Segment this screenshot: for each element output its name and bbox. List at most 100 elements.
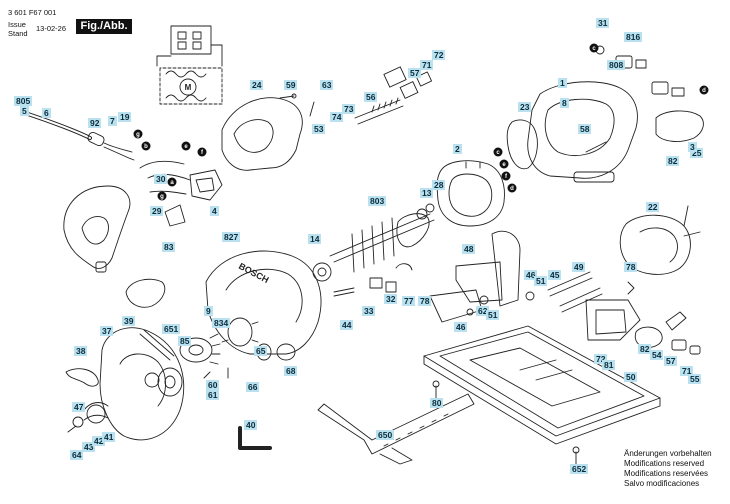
part-number-label: 23 xyxy=(518,102,532,112)
part-number-label: 85 xyxy=(178,336,192,346)
part-number-label: 92 xyxy=(88,118,102,128)
motor-housing-cover xyxy=(221,97,303,171)
terminal-letter: g xyxy=(136,132,140,138)
part-number-label: 71 xyxy=(420,60,434,70)
part-number-label: 83 xyxy=(162,242,176,252)
doc-number: 3 601 F67 001 xyxy=(8,8,57,17)
screws xyxy=(67,93,701,471)
part-number-label: 73 xyxy=(342,104,356,114)
part-number-label: 8 xyxy=(560,98,569,108)
bevel-knob-parts xyxy=(634,311,701,355)
terminal-letter: f xyxy=(505,174,508,180)
note-line: Modifications reservées xyxy=(624,469,709,478)
part-number-label: 57 xyxy=(408,68,422,78)
motor-symbol: M xyxy=(185,83,192,92)
terminal-letter: e xyxy=(184,144,188,150)
part-number-label: 40 xyxy=(244,420,258,430)
part-number-label: 651 xyxy=(162,324,181,334)
part-number-label: 2 xyxy=(453,144,462,154)
part-number-label: 28 xyxy=(432,180,446,190)
part-number-label: 82 xyxy=(638,344,652,354)
part-number-label: 805 xyxy=(14,96,33,106)
part-number-label: 49 xyxy=(572,262,586,272)
part-number-label: 816 xyxy=(624,32,643,42)
issue-date: 13-02-26 xyxy=(36,24,67,33)
part-number-label: 71 xyxy=(680,366,694,376)
part-number-label: 45 xyxy=(548,270,562,280)
end-cap xyxy=(619,214,691,275)
hex-key xyxy=(238,426,272,450)
modification-notes: Änderungen vorbehalten Modifications res… xyxy=(624,449,712,489)
armature xyxy=(329,203,435,273)
terminal-letter: d xyxy=(510,186,514,192)
part-number-label: 44 xyxy=(340,320,354,330)
part-number-label: 78 xyxy=(624,262,638,272)
rip-fence-clamp xyxy=(525,271,641,341)
part-number-label: 3 xyxy=(688,142,697,152)
part-number-label: 803 xyxy=(368,196,387,206)
part-number-label: 31 xyxy=(596,18,610,28)
note-line: Modifications reserved xyxy=(624,459,705,468)
part-number-label: 81 xyxy=(602,360,616,370)
brush-cap xyxy=(655,110,704,142)
note-line: Salvo modificaciones xyxy=(624,479,700,488)
part-number-label: 834 xyxy=(212,318,231,328)
part-number-label: 51 xyxy=(534,276,548,286)
part-number-label: 82 xyxy=(666,156,680,166)
part-number-label: 65 xyxy=(254,346,268,356)
part-number-label: 43 xyxy=(82,442,96,452)
part-number-label: 63 xyxy=(320,80,334,90)
part-number-label: 13 xyxy=(420,188,434,198)
part-number-label: 9 xyxy=(204,306,213,316)
wiring-schematic xyxy=(156,25,223,105)
part-number-label: 827 xyxy=(222,232,241,242)
part-number-label: 56 xyxy=(364,92,378,102)
issue-label: Issue xyxy=(8,20,26,29)
part-number-label: 24 xyxy=(250,80,264,90)
threaded-spindle xyxy=(354,66,433,125)
part-number-label: 47 xyxy=(72,402,86,412)
part-number-label: 25 xyxy=(690,148,704,158)
part-number-label: 19 xyxy=(118,112,132,122)
part-number-label: 46 xyxy=(524,270,538,280)
part-number-label: 38 xyxy=(74,346,88,356)
part-number-label: 39 xyxy=(122,316,136,326)
part-number-label: 41 xyxy=(102,432,116,442)
part-number-label: 72 xyxy=(594,354,608,364)
part-number-label: 68 xyxy=(284,366,298,376)
part-number-label: 80 xyxy=(430,398,444,408)
part-number-label: 55 xyxy=(688,374,702,384)
blade-guard-upper: BOSCH xyxy=(205,250,322,355)
part-number-label: 22 xyxy=(646,202,660,212)
part-number-label: 650 xyxy=(376,430,395,440)
part-number-label: 78 xyxy=(418,296,432,306)
part-number-label: 57 xyxy=(664,356,678,366)
terminal-letter: g xyxy=(160,194,164,200)
base-plate xyxy=(423,325,661,445)
terminal-letter: c xyxy=(496,150,500,156)
part-number-label: 1 xyxy=(558,78,567,88)
part-number-label: 14 xyxy=(308,234,322,244)
part-number-label: 74 xyxy=(330,112,344,122)
part-number-label: 7 xyxy=(108,116,117,126)
part-number-label: 50 xyxy=(624,372,638,382)
switch-assembly xyxy=(139,160,223,227)
part-number-label: 54 xyxy=(650,350,664,360)
handle-housing-left xyxy=(63,185,131,273)
lower-blade-guard xyxy=(99,327,185,441)
part-number-label: 77 xyxy=(402,296,416,306)
part-number-label: 61 xyxy=(206,390,220,400)
stator xyxy=(436,160,505,227)
part-number-label: 5 xyxy=(20,106,29,116)
part-number-label: 64 xyxy=(70,450,84,460)
lever-parts xyxy=(125,278,175,361)
part-number-label: 652 xyxy=(570,464,589,474)
part-number-label: 42 xyxy=(92,436,106,446)
part-number-label: 51 xyxy=(486,310,500,320)
terminal-letter: b xyxy=(144,144,148,150)
figure-label: Fig./Abb. 1 xyxy=(76,19,132,47)
part-number-label: 62 xyxy=(476,306,490,316)
terminal-letter: c xyxy=(592,46,596,52)
stand-label: Stand xyxy=(8,29,28,38)
motor-small-parts xyxy=(312,262,413,297)
